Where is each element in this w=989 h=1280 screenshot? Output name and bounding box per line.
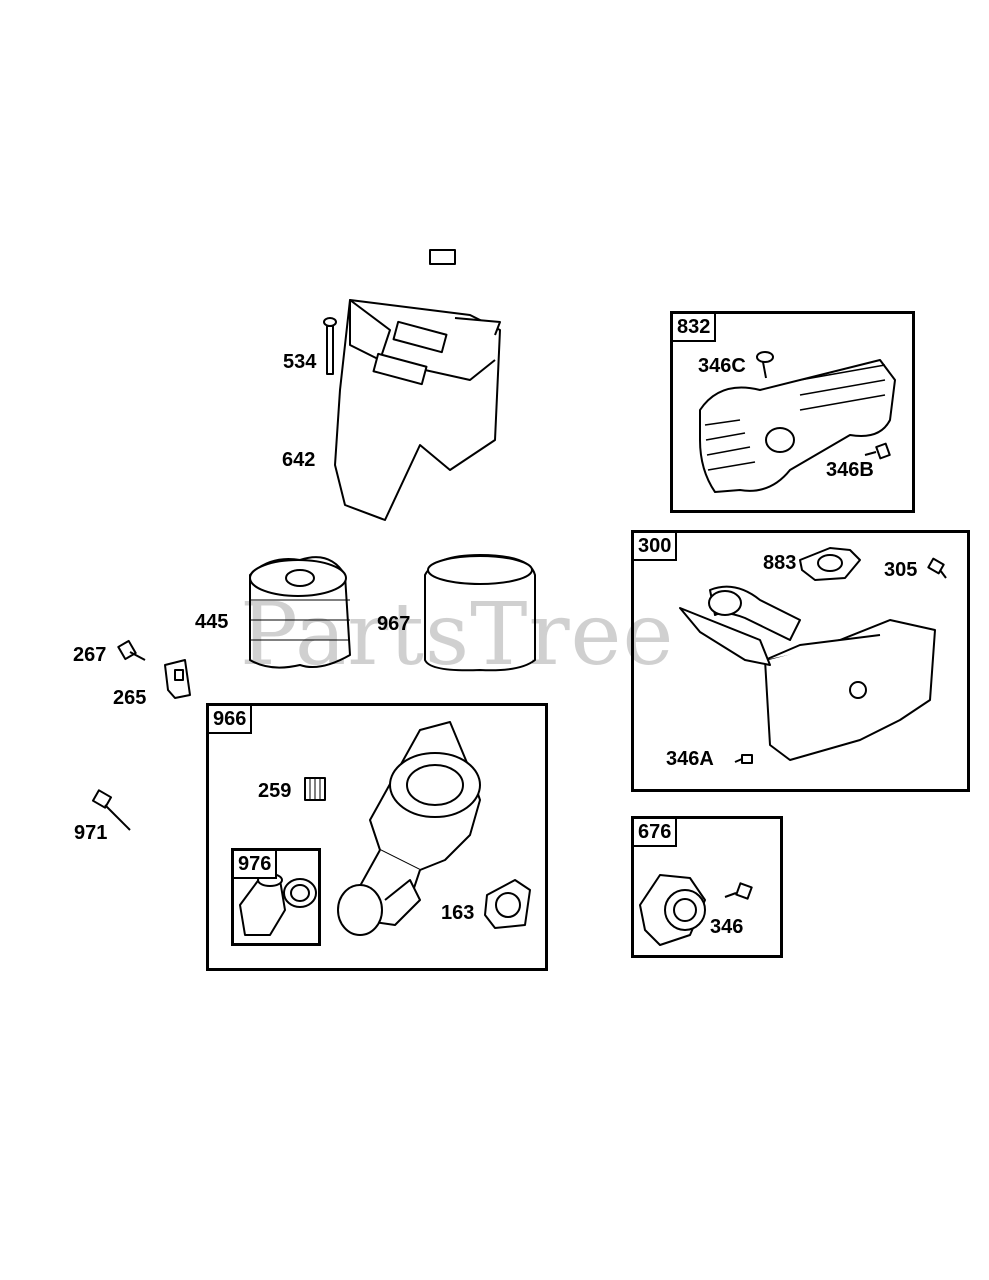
part-label-445: 445	[195, 611, 229, 633]
group-frame-300: 300	[631, 530, 970, 792]
group-label-976: 976	[234, 851, 278, 879]
gasket-163-icon	[484, 879, 531, 929]
part-label-346A: 346A	[666, 748, 714, 770]
part-label-346: 346	[710, 916, 744, 938]
part-label-265: 265	[113, 687, 147, 709]
part-label-346C: 346C	[698, 355, 746, 377]
ring-976-icon	[283, 878, 317, 908]
bolt-534-icon	[323, 317, 337, 375]
screw-346-icon	[724, 882, 753, 900]
group-frame-832: 832	[670, 311, 915, 513]
screw-346C-icon	[756, 351, 774, 379]
part-label-967: 967	[377, 613, 411, 635]
screw-346B-icon	[864, 442, 891, 460]
part-label-534: 534	[283, 351, 317, 373]
muffler-300-icon	[679, 585, 936, 761]
group-frame-676: 676	[631, 816, 783, 958]
group-label-676: 676	[634, 819, 678, 847]
intake-elbow-966-icon	[337, 721, 481, 936]
screw-267-icon	[117, 639, 146, 661]
air-filter-445-icon	[249, 556, 351, 669]
air-cleaner-cover-642-icon	[334, 249, 501, 521]
clip-265-icon	[164, 659, 191, 699]
group-label-832: 832	[673, 314, 717, 342]
part-label-267: 267	[73, 644, 107, 666]
gasket-883-icon	[799, 547, 861, 581]
group-frame-976: 976	[231, 848, 321, 946]
bolt-971-icon	[91, 789, 131, 831]
part-label-642: 642	[282, 449, 316, 471]
group-label-300: 300	[634, 533, 678, 561]
part-label-259: 259	[258, 780, 292, 802]
group-label-966: 966	[209, 706, 253, 734]
screw-305-icon	[927, 557, 947, 579]
part-label-163: 163	[441, 902, 475, 924]
part-label-346B: 346B	[826, 459, 874, 481]
group-frame-966: 966	[206, 703, 548, 971]
part-label-971: 971	[74, 822, 108, 844]
screw-346A-icon	[734, 754, 753, 764]
pre-cleaner-967-icon	[424, 554, 536, 672]
watermark: PartsTree	[240, 585, 675, 685]
part-label-883: 883	[763, 552, 797, 574]
clip-259-icon	[304, 777, 326, 801]
spark-arrester-676-icon	[639, 874, 706, 946]
part-label-305: 305	[884, 559, 918, 581]
muffler-guard-832-icon	[699, 359, 896, 493]
